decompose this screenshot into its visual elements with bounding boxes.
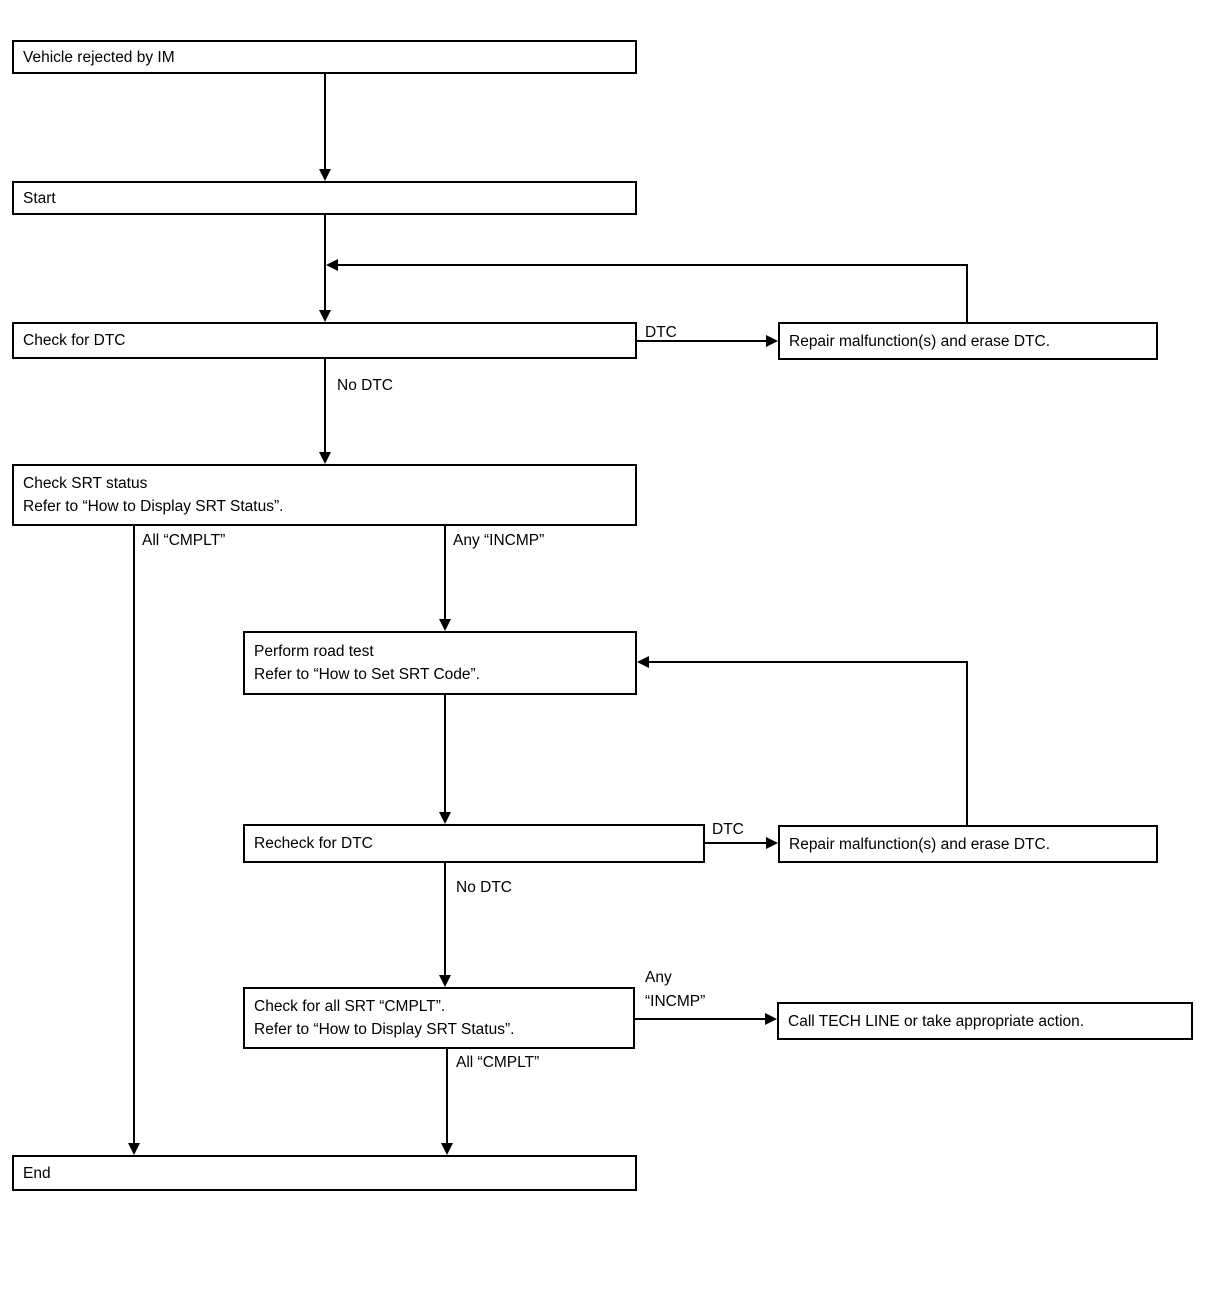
connector-repair2-loop-horizontal: [647, 661, 968, 663]
arrowhead-left-icon: [326, 259, 338, 271]
node-text: Refer to “How to Set SRT Code”.: [254, 666, 480, 683]
connector-repair1-loop-vertical: [966, 265, 968, 322]
arrowhead-down-icon: [439, 619, 451, 631]
arrowhead-down-icon: [319, 452, 331, 464]
connector-checkdtc-to-checksrt: [324, 359, 326, 453]
flow-node-check-srt-status: Check SRT status Refer to “How to Displa…: [12, 464, 637, 526]
arrowhead-right-icon: [766, 837, 778, 849]
edge-label-text: All “CMPLT”: [456, 1054, 540, 1071]
flow-node-call-tech-line: Call TECH LINE or take appropriate actio…: [777, 1002, 1193, 1040]
edge-label-all-cmplt-2: All “CMPLT”: [456, 1051, 539, 1075]
arrowhead-left-icon: [637, 656, 649, 668]
node-text: Refer to “How to Display SRT Status”.: [254, 1021, 515, 1038]
node-text: Repair malfunction(s) and erase DTC.: [789, 332, 1051, 350]
edge-label-text: Any: [645, 969, 672, 986]
node-text: End: [23, 1164, 51, 1182]
edge-label-text: “INCMP”: [645, 993, 706, 1010]
connector-vehicle-to-start: [324, 74, 326, 170]
node-text: Start: [23, 189, 56, 207]
flow-node-repair-erase-dtc-2: Repair malfunction(s) and erase DTC.: [778, 825, 1158, 863]
node-text: Perform road test: [254, 643, 374, 660]
flow-node-check-all-srt: Check for all SRT “CMPLT”. Refer to “How…: [243, 987, 635, 1049]
node-text: Refer to “How to Display SRT Status”.: [23, 498, 284, 515]
edge-label-any-incmp-2: Any “INCMP”: [645, 966, 705, 1014]
flow-node-start: Start: [12, 181, 637, 215]
arrowhead-down-icon: [441, 1143, 453, 1155]
connector-allcmplt-to-end: [133, 526, 135, 1144]
node-text: Check for all SRT “CMPLT”.: [254, 998, 446, 1015]
connector-checkdtc-to-repair1: [637, 340, 768, 342]
arrowhead-down-icon: [439, 812, 451, 824]
edge-label-text: No DTC: [337, 377, 393, 394]
node-text: Recheck for DTC: [254, 835, 373, 852]
connector-repair2-loop-vertical: [966, 662, 968, 825]
connector-allcmplt2-to-end: [446, 1049, 448, 1144]
edge-label-dtc-2: DTC: [712, 818, 744, 842]
arrowhead-down-icon: [319, 310, 331, 322]
connector-repair1-loop-horizontal: [334, 264, 968, 266]
edge-label-text: No DTC: [456, 879, 512, 896]
edge-label-text: DTC: [645, 324, 677, 341]
edge-label-text: Any “INCMP”: [453, 532, 545, 549]
node-text: Vehicle rejected by IM: [23, 48, 175, 66]
connector-anyincmp-to-roadtest: [444, 526, 446, 620]
edge-label-text: All “CMPLT”: [142, 532, 226, 549]
flow-node-perform-road-test: Perform road test Refer to “How to Set S…: [243, 631, 637, 695]
arrowhead-right-icon: [765, 1013, 777, 1025]
flow-node-repair-erase-dtc-1: Repair malfunction(s) and erase DTC.: [778, 322, 1158, 360]
edge-label-no-dtc-2: No DTC: [456, 876, 512, 900]
arrowhead-down-icon: [128, 1143, 140, 1155]
node-text: Call TECH LINE or take appropriate actio…: [788, 1012, 1085, 1030]
connector-recheck-to-repair2: [705, 842, 768, 844]
edge-label-no-dtc-1: No DTC: [337, 374, 393, 398]
connector-recheck-to-checkall: [444, 863, 446, 976]
arrowhead-right-icon: [766, 335, 778, 347]
edge-label-any-incmp-1: Any “INCMP”: [453, 529, 544, 553]
flow-node-check-dtc: Check for DTC: [12, 322, 637, 359]
flow-node-vehicle-rejected: Vehicle rejected by IM: [12, 40, 637, 74]
node-text: Check for DTC: [23, 332, 126, 349]
edge-label-all-cmplt-1: All “CMPLT”: [142, 529, 225, 553]
flow-node-recheck-dtc: Recheck for DTC: [243, 824, 705, 863]
node-text: Check SRT status: [23, 475, 148, 492]
connector-start-to-checkdtc: [324, 215, 326, 311]
connector-checkall-to-techline: [635, 1018, 765, 1020]
connector-roadtest-to-recheck: [444, 695, 446, 813]
node-text: Repair malfunction(s) and erase DTC.: [789, 835, 1051, 853]
arrowhead-down-icon: [439, 975, 451, 987]
arrowhead-down-icon: [319, 169, 331, 181]
flow-node-end: End: [12, 1155, 637, 1191]
edge-label-dtc-1: DTC: [645, 321, 677, 345]
edge-label-text: DTC: [712, 821, 744, 838]
